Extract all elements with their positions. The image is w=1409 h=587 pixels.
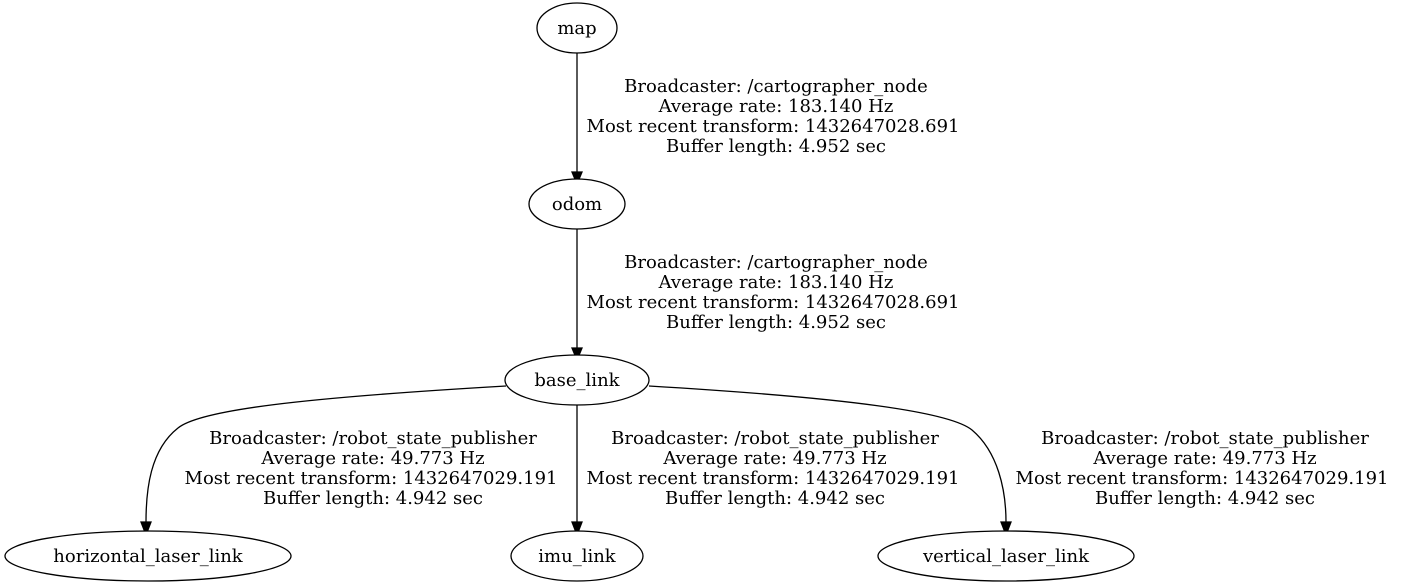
edge-label-broadcaster: Broadcaster: /cartographer_node: [624, 76, 928, 97]
edge-label-rate: Average rate: 183.140 Hz: [658, 96, 894, 117]
node-vertical-laser-link-label: vertical_laser_link: [922, 546, 1090, 567]
node-horizontal-laser-link-shape: [4, 530, 292, 582]
node-base-link-shape: [504, 354, 650, 406]
node-imu-link[interactable]: imu_link: [510, 530, 644, 582]
edge-base-horizontal-line: [145, 385, 507, 523]
edge-base-vertical: [648, 385, 1012, 537]
edge-label-base-imu: Broadcaster: /robot_state_publisher Aver…: [587, 428, 960, 509]
edge-label-rate: Average rate: 183.140 Hz: [658, 272, 894, 293]
edge-label-base-horizontal: Broadcaster: /robot_state_publisher Aver…: [185, 428, 558, 509]
edge-label-buffer: Buffer length: 4.942 sec: [665, 488, 885, 509]
edge-label-recent: Most recent transform: 1432647029.191: [1016, 468, 1389, 489]
edge-label-rate: Average rate: 49.773 Hz: [1092, 448, 1316, 469]
node-map-label: map: [557, 18, 596, 39]
edge-label-broadcaster: Broadcaster: /robot_state_publisher: [1041, 428, 1369, 449]
edge-label-broadcaster: Broadcaster: /robot_state_publisher: [209, 428, 537, 449]
node-vertical-laser-link-shape: [877, 530, 1135, 582]
node-odom[interactable]: odom: [528, 178, 626, 230]
node-base-link-label: base_link: [534, 370, 620, 391]
edge-base-horizontal-arrow: [140, 521, 152, 537]
edge-label-recent: Most recent transform: 1432647029.191: [587, 468, 960, 489]
edge-base-imu-arrow: [571, 521, 583, 537]
edge-label-rate: Average rate: 49.773 Hz: [662, 448, 886, 469]
node-map[interactable]: map: [536, 2, 618, 54]
node-map-shape: [536, 2, 618, 54]
edge-label-buffer: Buffer length: 4.942 sec: [1095, 488, 1315, 509]
node-vertical-laser-link[interactable]: vertical_laser_link: [877, 530, 1135, 582]
edge-label-map-odom: Broadcaster: /cartographer_node Average …: [587, 76, 960, 157]
edge-odom-base-arrow: [571, 347, 583, 362]
node-odom-shape: [528, 178, 626, 230]
edge-label-recent: Most recent transform: 1432647029.191: [185, 468, 558, 489]
node-imu-link-shape: [510, 530, 644, 582]
node-base-link[interactable]: base_link: [504, 354, 650, 406]
edge-label-broadcaster: Broadcaster: /robot_state_publisher: [611, 428, 939, 449]
edge-base-imu: [571, 405, 583, 537]
edge-label-recent: Most recent transform: 1432647028.691: [587, 116, 960, 137]
edge-map-odom: [571, 53, 583, 186]
edge-base-vertical-arrow: [1000, 521, 1012, 537]
edge-label-rate: Average rate: 49.773 Hz: [260, 448, 484, 469]
edge-label-buffer: Buffer length: 4.952 sec: [666, 312, 886, 333]
edge-odom-base: [571, 229, 583, 362]
node-horizontal-laser-link[interactable]: horizontal_laser_link: [4, 530, 292, 582]
edge-label-buffer: Buffer length: 4.952 sec: [666, 136, 886, 157]
edge-base-vertical-line: [648, 385, 1007, 523]
edge-label-broadcaster: Broadcaster: /cartographer_node: [624, 252, 928, 273]
edge-label-buffer: Buffer length: 4.942 sec: [263, 488, 483, 509]
edge-label-base-vertical: Broadcaster: /robot_state_publisher Aver…: [1016, 428, 1389, 509]
edge-label-recent: Most recent transform: 1432647028.691: [587, 292, 960, 313]
edge-label-odom-base: Broadcaster: /cartographer_node Average …: [587, 252, 960, 333]
node-imu-link-label: imu_link: [538, 546, 617, 567]
edge-base-horizontal: [140, 385, 507, 537]
node-odom-label: odom: [552, 194, 602, 215]
node-horizontal-laser-link-label: horizontal_laser_link: [53, 546, 244, 567]
edge-map-odom-arrow: [571, 171, 583, 186]
